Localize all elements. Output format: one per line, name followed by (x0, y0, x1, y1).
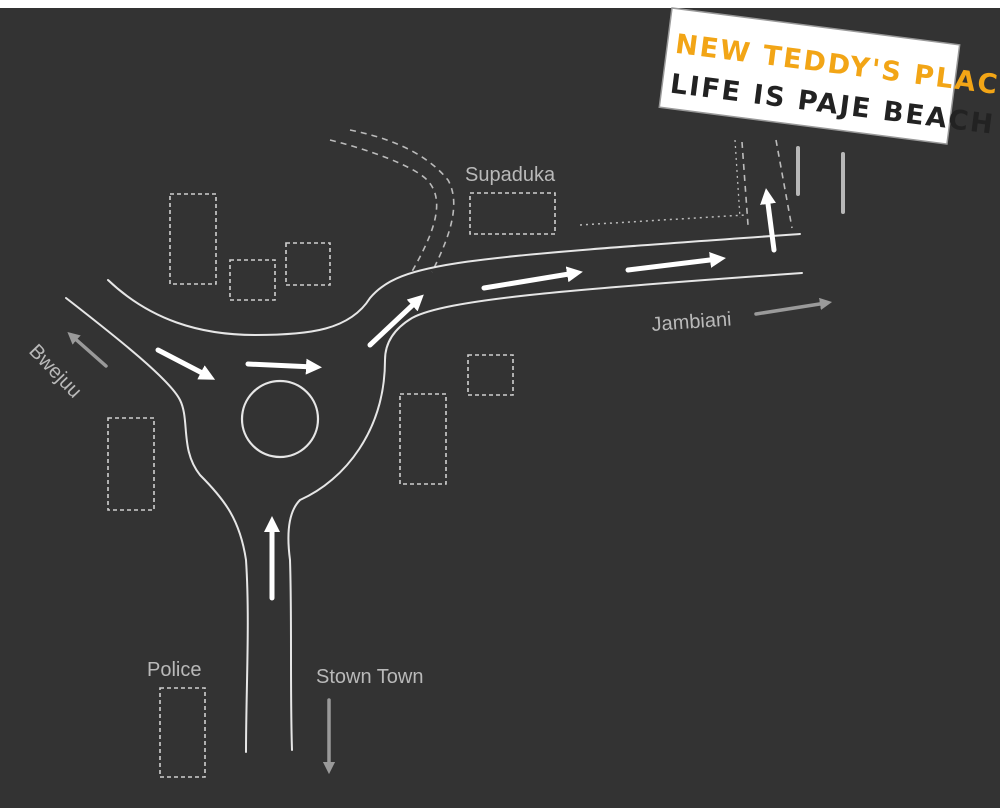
route-arrows (155, 188, 777, 601)
label-supaduka: Supaduka (465, 164, 556, 186)
roads (65, 233, 803, 753)
direction-arrow-bwejuu (67, 331, 108, 368)
building (107, 417, 155, 511)
building (285, 242, 331, 286)
dotted-path-2 (734, 139, 741, 219)
map-background (0, 8, 1000, 808)
route-arrow (481, 266, 583, 291)
building (229, 259, 276, 301)
building (469, 192, 556, 235)
route-arrow (625, 252, 726, 273)
dashed-paths (329, 129, 793, 276)
direction-arrow-jambiani (754, 297, 833, 316)
roundabout-island (240, 379, 320, 459)
billboard-sign: NEW TEDDY'S PLACE LIFE IS PAJE BEACH (658, 7, 1000, 145)
route-arrow (245, 358, 322, 375)
route-arrow (155, 347, 216, 380)
building (159, 687, 206, 778)
billboard-panel (658, 7, 961, 145)
route-arrow (760, 188, 777, 253)
buildings (107, 192, 556, 778)
label-police: Police (147, 659, 201, 681)
direction-arrows (67, 297, 833, 775)
road-edge-left (65, 297, 249, 753)
road-edge-top (107, 233, 801, 337)
route-arrow (367, 294, 424, 348)
road-edge-right (287, 272, 803, 751)
building (467, 354, 514, 396)
sign-posts (796, 146, 845, 214)
label-stone-town: Stown Town (316, 666, 423, 688)
building (169, 193, 217, 285)
building (399, 393, 447, 485)
